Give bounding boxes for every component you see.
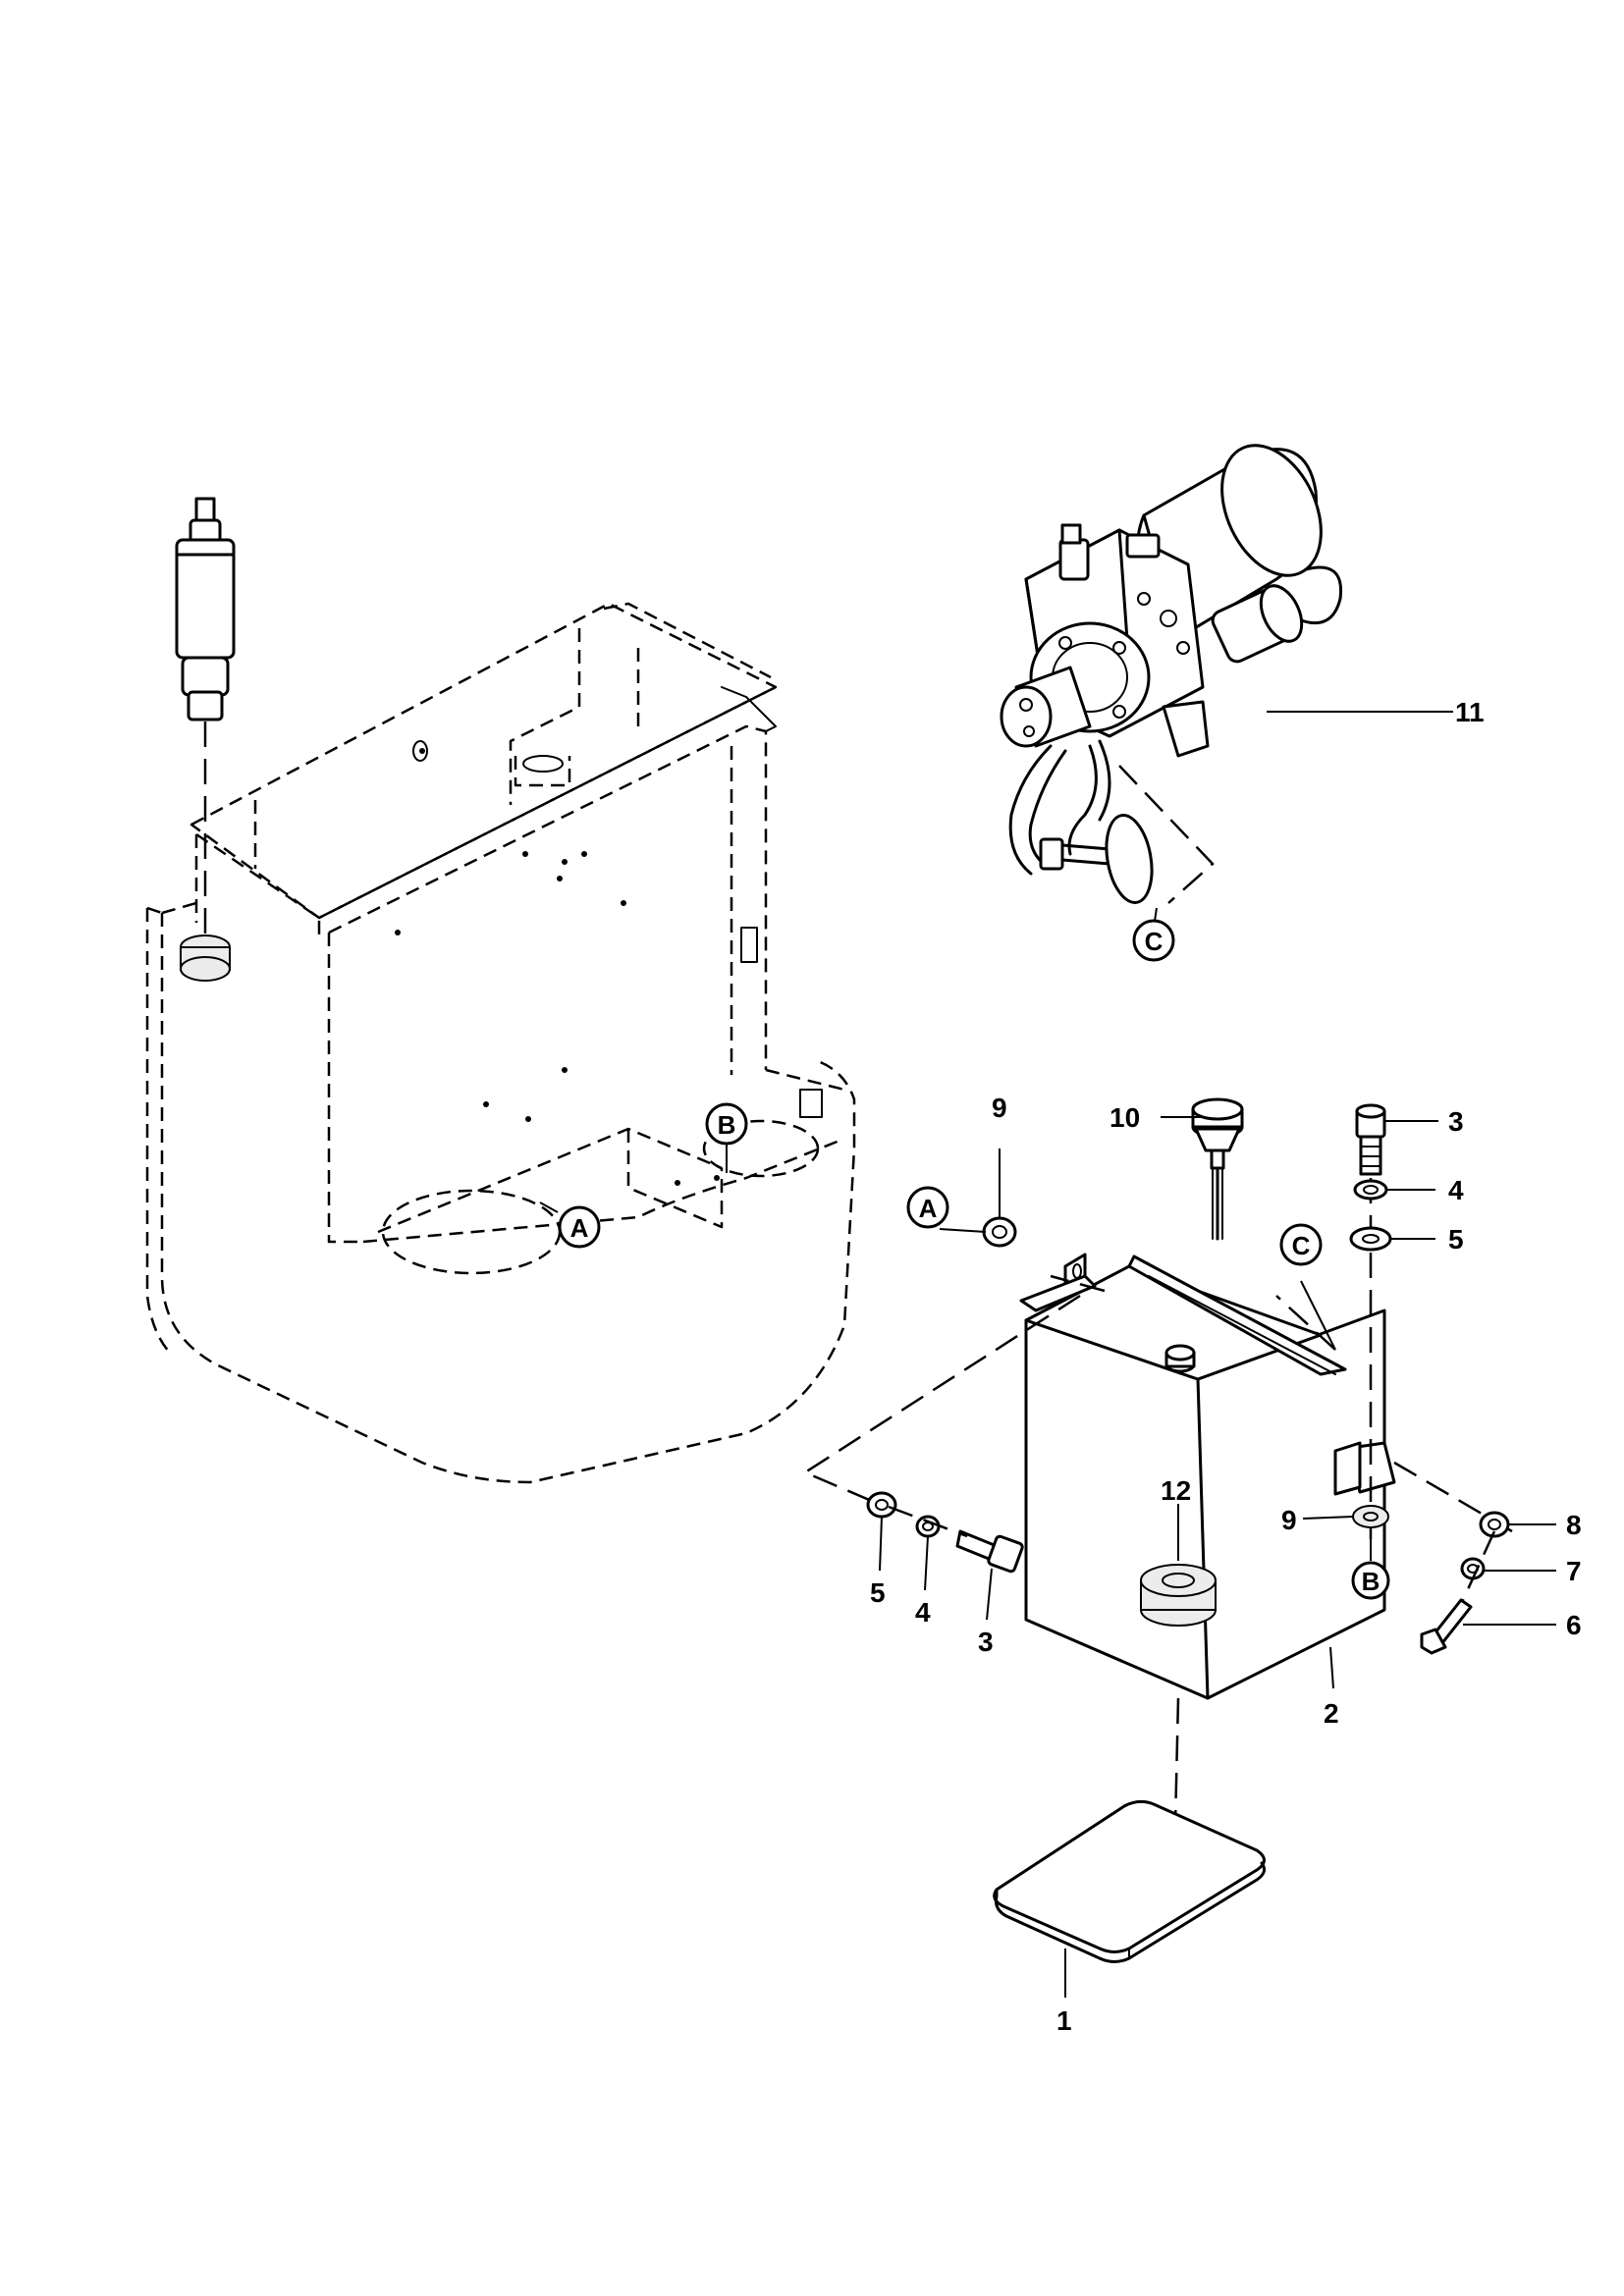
callout-8: 8 (1566, 1510, 1582, 1540)
lock-washer-left-lower (915, 1515, 941, 1538)
ref-b-tank: B (1351, 1561, 1390, 1600)
leader-lines (539, 711, 1556, 1998)
washer-right-hole (1363, 1512, 1379, 1522)
ref-a-tank-label: A (919, 1194, 938, 1223)
callout-5-bottom: 5 (870, 1577, 886, 1608)
washer-8-hole (1488, 1519, 1501, 1530)
callout-7: 7 (1566, 1556, 1582, 1586)
ref-a-frame-label: A (570, 1213, 589, 1243)
callout-3-bottom: 3 (978, 1627, 994, 1657)
callout-9-right: 9 (1281, 1505, 1297, 1535)
callout-11: 11 (1455, 697, 1485, 727)
ref-a-tank: A (906, 1186, 949, 1229)
bolt-6 (1420, 1530, 1496, 1655)
washer-left-lower-hole (875, 1499, 889, 1511)
callout-4-bottom: 4 (915, 1597, 931, 1628)
ref-c-pump: C (1132, 919, 1175, 962)
washer-right (1352, 1505, 1389, 1528)
dipstick (1191, 1097, 1244, 1241)
pump-motor-unit (1000, 444, 1343, 904)
cylinder-assembly (175, 497, 236, 982)
ref-c-tank: C (1279, 1223, 1323, 1266)
callout-3-top: 3 (1448, 1106, 1464, 1137)
callout-1: 1 (1056, 2005, 1072, 2036)
lock-washer-top (1353, 1179, 1388, 1201)
washer-top (1349, 1226, 1392, 1252)
bottom-plate (993, 1799, 1267, 1963)
callout-10: 10 (1110, 1102, 1140, 1133)
callout-9-top: 9 (992, 1093, 1007, 1123)
callout-2: 2 (1324, 1698, 1339, 1729)
ref-c-tank-label: C (1292, 1231, 1311, 1260)
callout-12: 12 (1161, 1475, 1191, 1506)
ref-c-pump-label: C (1145, 927, 1164, 956)
hydraulic-tank (802, 1253, 1513, 1910)
ref-b-frame-label: B (718, 1110, 736, 1140)
lock-washer-7 (1460, 1557, 1486, 1580)
washer-top-hole (1362, 1234, 1380, 1244)
washer-left-hole (992, 1225, 1007, 1239)
callout-6: 6 (1566, 1610, 1582, 1640)
bolt-left-lower (888, 1505, 1024, 1574)
washer-left (982, 1216, 1017, 1248)
ref-a-frame: A (558, 1205, 601, 1249)
callout-4-top: 4 (1448, 1175, 1464, 1205)
callout-5-top: 5 (1448, 1224, 1464, 1255)
ref-b-frame: B (705, 1102, 748, 1146)
ref-b-tank-label: B (1362, 1567, 1380, 1596)
washer-left-lower (866, 1491, 897, 1519)
chassis-frame (145, 602, 856, 1484)
lock-washer-top-hole (1363, 1185, 1379, 1195)
